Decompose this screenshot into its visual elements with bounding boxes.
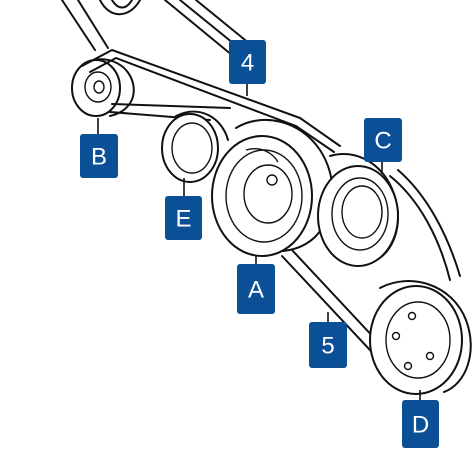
callout-5: 5 [309, 322, 347, 368]
pulley-d [369, 280, 472, 395]
callout-d-label: D [412, 412, 429, 439]
callout-e-label: E [175, 206, 191, 233]
callout-a-label: A [248, 277, 264, 304]
pulley-b [71, 58, 135, 117]
callout-5-label: 5 [321, 333, 334, 360]
leader-lines [97, 84, 421, 400]
callout-b: B [80, 134, 118, 178]
callout-d: D [402, 400, 439, 448]
callout-4: 4 [229, 40, 266, 84]
callout-b-label: B [91, 144, 107, 171]
callout-4-label: 4 [241, 50, 254, 77]
callout-e: E [165, 196, 202, 240]
pulley-a [211, 118, 334, 257]
callout-a: A [237, 264, 275, 314]
pulley-c [317, 153, 399, 267]
upper-bracket [61, 0, 251, 61]
callout-c-label: C [374, 128, 391, 155]
callout-c: C [364, 118, 402, 162]
pulley-e [161, 110, 229, 183]
